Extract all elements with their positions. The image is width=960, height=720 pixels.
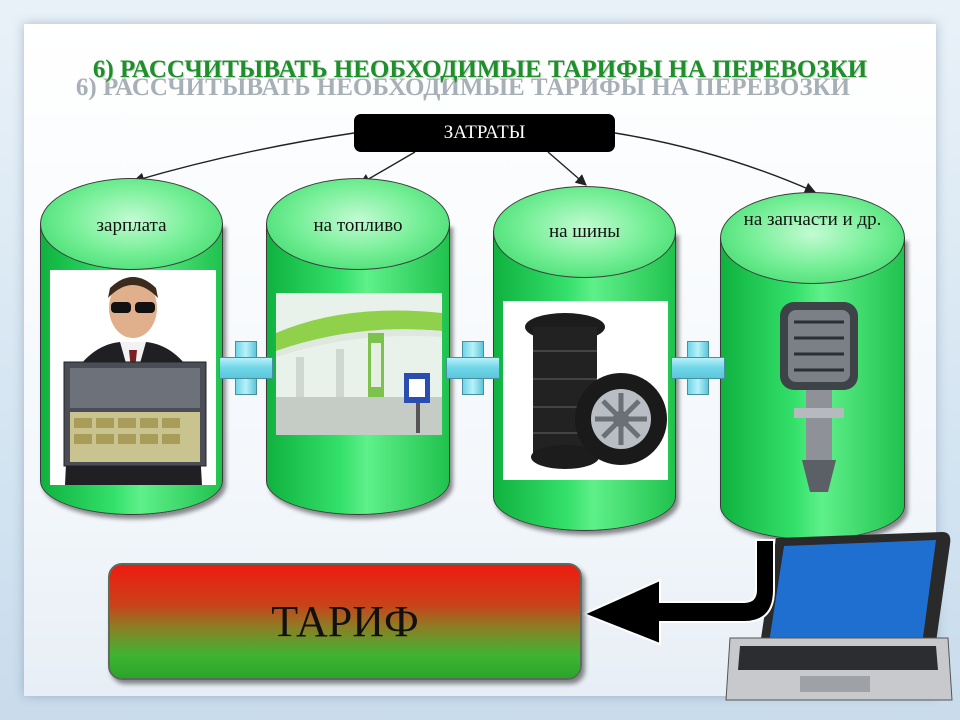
fuel-label: на топливо xyxy=(313,215,403,236)
arrow-to-salary xyxy=(132,132,355,184)
plus-icon xyxy=(671,341,725,395)
arrow-to-tires xyxy=(547,151,587,186)
slide-title: 6) РАССЧИТЫВАТЬ НЕОБХОДИМЫЕ ТАРИФЫ НА ПЕ… xyxy=(92,56,868,83)
slide-title-shadow: 6) РАССЧИТЫВАТЬ НЕОБХОДИМЫЕ ТАРИФЫ НА ПЕ… xyxy=(75,74,851,101)
salary-label: зарплата xyxy=(96,215,167,236)
tires-photo xyxy=(503,301,668,480)
black-arrow xyxy=(581,539,775,646)
costs-box: ЗАТРАТЫ xyxy=(354,114,615,152)
parts-photo xyxy=(772,298,866,494)
tariff-box: ТАРИФ xyxy=(108,563,582,680)
laptop-icon xyxy=(725,532,953,701)
parts-label: на запчасти и др. xyxy=(743,209,882,230)
plus-icon xyxy=(219,341,273,395)
tires-label: на шины xyxy=(548,221,621,242)
fuel-photo xyxy=(276,293,442,435)
arrow-to-parts xyxy=(614,132,817,194)
laptop-with-arrow xyxy=(581,532,953,701)
salary-photo xyxy=(50,270,216,485)
plus-icon xyxy=(446,341,500,395)
